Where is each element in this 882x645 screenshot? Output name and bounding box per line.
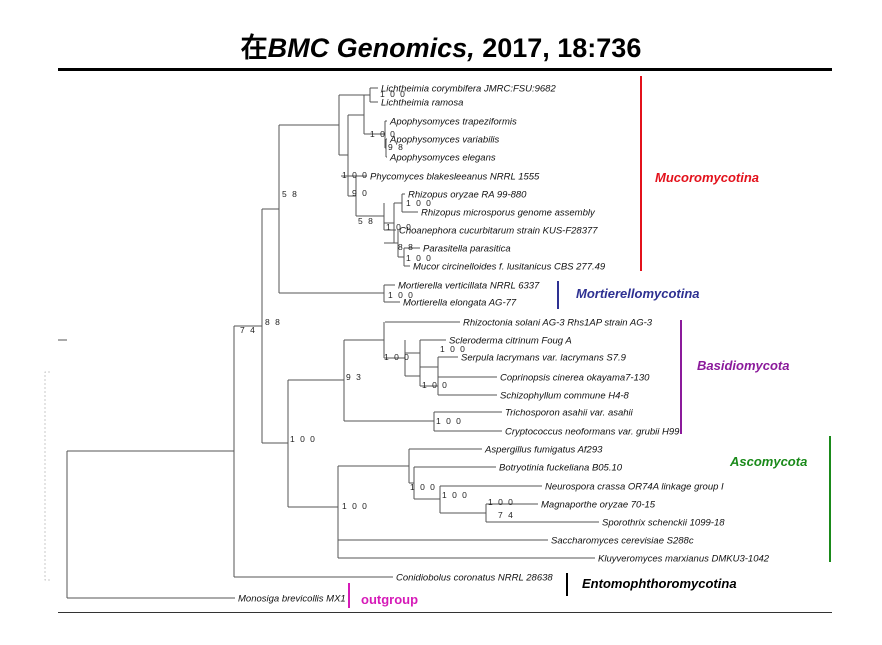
bootstrap-value: 1 0 0 <box>386 222 412 232</box>
bootstrap-value: 1 0 0 <box>488 497 514 507</box>
taxon-label: Rhizopus microsporus genome assembly <box>421 208 596 219</box>
taxon-label: Coprinopsis cinerea okayama7-130 <box>500 373 650 384</box>
group-label: Ascomycota <box>729 454 807 469</box>
taxon-label: Choanephora cucurbitarum strain KUS-F283… <box>399 226 598 237</box>
bootstrap-value: 1 0 0 <box>406 253 432 263</box>
taxon-label: Phycomyces blakesleeanus NRRL 1555 <box>370 172 540 183</box>
bottom-rule <box>58 612 832 613</box>
bootstrap-value: 7 4 <box>240 325 256 335</box>
taxon-label: Rhizoctonia solani AG-3 Rhs1AP strain AG… <box>463 318 653 329</box>
taxon-label: Conidiobolus coronatus NRRL 28638 <box>396 573 553 584</box>
bootstrap-value: 7 4 <box>498 510 514 520</box>
bootstrap-value: 8 8 <box>398 242 414 252</box>
group-label: outgroup <box>361 592 418 607</box>
bootstrap-value: 1 0 0 <box>290 434 316 444</box>
bootstrap-value: 1 0 0 <box>380 89 406 99</box>
taxon-label: Apophysomyces trapeziformis <box>389 117 517 128</box>
taxon-label: Sporothrix schenckii 1099-18 <box>602 518 725 529</box>
taxon-label: Neurospora crassa OR74A linkage group I <box>545 482 724 493</box>
bootstrap-value: 1 0 0 <box>436 416 462 426</box>
group-label: Entomophthoromycotina <box>582 576 737 591</box>
bootstrap-value: 1 0 0 <box>442 490 468 500</box>
taxon-label: Apophysomyces elegans <box>389 153 496 164</box>
taxon-label: Cryptococcus neoformans var. grubii H99 <box>505 427 680 438</box>
bootstrap-value: 1 0 0 <box>388 290 414 300</box>
bootstrap-value: 1 0 0 <box>406 198 432 208</box>
taxon-label: Kluyveromyces marxianus DMKU3-1042 <box>598 554 770 565</box>
taxon-label: Mortierella elongata AG-77 <box>403 298 517 309</box>
taxon-label: Monosiga brevicollis MX1 <box>238 594 346 605</box>
taxon-label: Apophysomyces variabilis <box>389 135 500 146</box>
bootstrap-value: 1 0 0 <box>410 482 436 492</box>
bootstrap-value: 5 8 <box>282 189 298 199</box>
title-prefix: 在 <box>240 33 268 63</box>
bootstrap-value: 1 0 0 <box>384 352 410 362</box>
bootstrap-value: 1 0 0 <box>342 170 368 180</box>
bootstrap-value: 1 0 0 <box>440 344 466 354</box>
bootstrap-value: 1 0 0 <box>370 129 396 139</box>
bootstrap-value: 8 8 <box>265 317 281 327</box>
page-title: 在BMC Genomics, 2017, 18:736 <box>0 26 882 65</box>
bootstrap-value: 1 0 0 <box>422 380 448 390</box>
taxon-label: Scleroderma citrinum Foug A <box>449 336 572 347</box>
taxon-label: Botryotinia fuckeliana B05.10 <box>499 463 623 474</box>
taxon-label: Lichtheimia corymbifera JMRC:FSU:9682 <box>381 84 556 95</box>
taxon-label: Magnaporthe oryzae 70-15 <box>541 500 656 511</box>
dotted-bracket <box>44 371 50 581</box>
bootstrap-value: 9 8 <box>388 142 404 152</box>
journal-name: BMC Genomics, <box>267 33 475 63</box>
group-label: Basidiomycota <box>697 358 789 373</box>
bootstrap-value: 1 0 0 <box>342 501 368 511</box>
taxon-label: Mucor circinelloides f. lusitanicus CBS … <box>413 262 606 273</box>
taxon-label: Schizophyllum commune H4-8 <box>500 391 630 402</box>
taxon-label: Parasitella parasitica <box>423 244 511 255</box>
taxon-label: Rhizopus oryzae RA 99-880 <box>408 190 527 201</box>
taxon-label: Serpula lacrymans var. lacrymans S7.9 <box>461 353 627 364</box>
group-label: Mortierellomycotina <box>576 286 700 301</box>
taxon-label: Saccharomyces cerevisiae S288c <box>551 536 694 547</box>
bootstrap-value: 9 0 <box>352 188 368 198</box>
citation: 2017, 18:736 <box>474 33 642 63</box>
top-rule <box>58 68 832 71</box>
bootstrap-value: 5 8 <box>358 216 374 226</box>
taxon-label: Aspergillus fumigatus Af293 <box>484 445 603 456</box>
taxon-label: Trichosporon asahii var. asahii <box>505 408 634 419</box>
taxon-label: Mortierella verticillata NRRL 6337 <box>398 281 540 292</box>
taxon-label: Lichtheimia ramosa <box>381 98 463 109</box>
group-label: Mucoromycotina <box>655 170 759 185</box>
bootstrap-value: 9 3 <box>346 372 362 382</box>
